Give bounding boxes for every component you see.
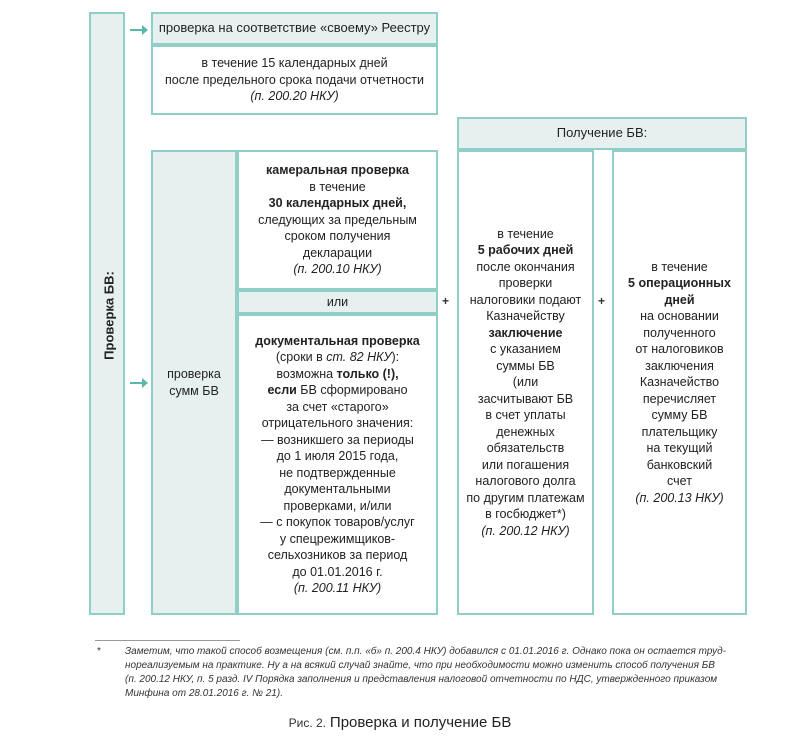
footnote-mark: * (97, 646, 101, 657)
desk-audit-text: следующих за предельным (258, 212, 417, 227)
amount-check-line2: сумм БВ (169, 383, 219, 398)
registry-deadline-note: после предельного срока подачи отчетност… (165, 72, 424, 87)
amount-check-line1: проверка (167, 367, 221, 381)
desk-audit-text: декларации (302, 245, 373, 260)
receipt-col-treasury-text: от налоговиков (635, 342, 724, 357)
receipt-col-treasury-text: на основании (640, 309, 719, 324)
desk-audit-deadline: 30 календарных дней, (268, 196, 407, 211)
receipt-col-tax-deadline: 5 рабочих дней (477, 243, 574, 258)
receipt-col-tax-text: по другим платежам (466, 490, 585, 505)
footnote-divider (95, 640, 240, 641)
doc-audit-only: возможна только (!), (276, 366, 398, 383)
receipt-header: Получение БВ: (556, 125, 648, 141)
receipt-col-tax-text: проверки (498, 276, 553, 291)
receipt-col-tax-text: в счет уплаты (485, 408, 566, 423)
doc-audit-terms-c: ): (391, 350, 400, 364)
registry-check-details: в течение 15 календарных дней после пред… (151, 45, 438, 115)
desk-audit-box: камеральная проверка в течение 30 календ… (237, 150, 438, 290)
doc-audit-text: — возникшего за периоды (261, 432, 414, 447)
receipt-col-tax-box: в течение 5 рабочих дней после окончания… (457, 150, 594, 615)
receipt-col-treasury-deadline: дней (664, 292, 695, 307)
receipt-col-tax-text: (или (512, 375, 539, 390)
receipt-col-tax-text: налогового долга (475, 474, 576, 489)
or-label: или (326, 294, 349, 309)
doc-audit-text: проверками, и/или (283, 498, 392, 513)
desk-audit-ref: (п. 200.10 НКУ) (293, 262, 382, 277)
receipt-col-treasury-text: полученного (643, 325, 716, 340)
figure-caption-prefix: Рис. 2. (288, 716, 327, 730)
footnote-line: Минфина от 28.01.2016 г. № 21). (125, 688, 283, 699)
doc-audit-text: не подтвержденные (279, 465, 396, 480)
receipt-header-box: Получение БВ: (457, 117, 747, 150)
doc-audit-title: документальная проверка (255, 333, 420, 348)
doc-audit-text: за счет «старого» (286, 399, 389, 414)
registry-ref: (п. 200.20 НКУ) (250, 89, 339, 104)
receipt-col-treasury-text: Казначейство (639, 375, 720, 390)
footnote-line: нореализуемым на практике. Ну а на всяки… (125, 660, 715, 671)
doc-audit-box: документальная проверка (сроки в ст. 82 … (237, 314, 438, 615)
receipt-col-tax-text: после окончания (476, 259, 575, 274)
doc-audit-only-b: только (!), (336, 366, 399, 381)
plus-sign-1: + (442, 294, 450, 308)
check-panel: Проверка БВ: (89, 12, 125, 615)
receipt-col-treasury-text: заключения (645, 358, 714, 373)
receipt-col-tax-text: в госбюджет*) (485, 507, 566, 522)
amount-check-box: проверка сумм БВ (151, 150, 237, 615)
registry-check-title-box: проверка на соответствие «своему» Реестр… (151, 12, 438, 45)
receipt-col-tax-text: с указанием (490, 342, 561, 357)
doc-audit-text: отрицательного значения: (261, 416, 414, 430)
desk-audit-text: в течение (309, 179, 366, 194)
doc-audit-text: сельхозников за период (267, 548, 408, 562)
receipt-col-tax-text: засчитывают БВ (477, 391, 574, 406)
doc-audit-text: у спецрежимщиков- (279, 531, 396, 546)
or-label-box: или (237, 290, 438, 314)
receipt-col-tax-text: или погашения (481, 457, 570, 472)
receipt-col-tax-text: налоговики подают (469, 292, 582, 307)
receipt-col-tax-conclusion: заключение (488, 325, 563, 340)
receipt-col-treasury-text: счет (667, 474, 692, 489)
receipt-col-tax-text: суммы БВ (496, 358, 555, 373)
registry-deadline: в течение 15 календарных дней (201, 56, 388, 71)
plus-sign-2: + (598, 294, 606, 308)
receipt-col-treasury-text: сумму БВ (651, 408, 708, 423)
footnote-line: Заметим, что такой способ возмещения (см… (125, 646, 726, 657)
doc-audit-if: если БВ сформировано (267, 382, 407, 399)
registry-check-title: проверка на соответствие «своему» Реестр… (158, 20, 431, 36)
doc-audit-terms-a: (сроки в (275, 350, 327, 364)
receipt-col-tax-ref: (п. 200.12 НКУ) (481, 523, 570, 538)
figure-caption-title: Проверка и получение БВ (329, 714, 512, 731)
doc-audit-text: до 1 июля 2015 года, (276, 449, 399, 463)
doc-audit-terms-ref: ст. 82 НКУ (326, 350, 392, 364)
receipt-col-treasury-text: банковский (646, 457, 713, 472)
footnote-text: Заметим, что такой способ возмещения (см… (125, 645, 765, 701)
doc-audit-text: до 01.01.2016 г. (292, 564, 383, 579)
receipt-col-treasury-text: в течение (651, 259, 708, 274)
doc-audit-if-b: БВ сформировано (296, 383, 408, 397)
figure-caption: Рис. 2. Проверка и получение БВ (0, 714, 800, 731)
receipt-col-treasury-ref: (п. 200.13 НКУ) (635, 490, 724, 505)
arrow-to-amount-icon (130, 378, 148, 388)
receipt-col-treasury-text: на текущий (646, 441, 713, 456)
doc-audit-ref: (п. 200.11 НКУ) (293, 581, 382, 595)
desk-audit-text: сроком получения (284, 229, 391, 244)
receipt-col-treasury-text: перечисляет (642, 391, 717, 406)
receipt-col-tax-text: в течение (497, 226, 554, 241)
doc-audit-only-a: возможна (276, 366, 337, 381)
desk-audit-title: камеральная проверка (265, 163, 410, 178)
receipt-col-tax-text: обязательств (486, 441, 565, 456)
doc-audit-text: — с покупок товаров/услуг (260, 515, 415, 529)
receipt-col-treasury-text: плательщику (641, 424, 718, 439)
receipt-col-tax-text: Казначейству (486, 309, 565, 324)
receipt-col-tax-text: денежных (496, 424, 555, 439)
doc-audit-terms: (сроки в ст. 82 НКУ): (276, 349, 399, 366)
footnote-line: (п. 200.12 НКУ, п. 5 разд. IV Порядка за… (125, 674, 718, 685)
doc-audit-text: документальными (284, 482, 391, 496)
check-panel-label: Проверка БВ: (101, 271, 117, 360)
receipt-col-treasury-box: в течение 5 операционных дней на основан… (612, 150, 747, 615)
arrow-to-registry-icon (130, 25, 148, 35)
receipt-col-treasury-deadline: 5 операционных (628, 276, 731, 291)
doc-audit-if-a: если (267, 383, 297, 397)
